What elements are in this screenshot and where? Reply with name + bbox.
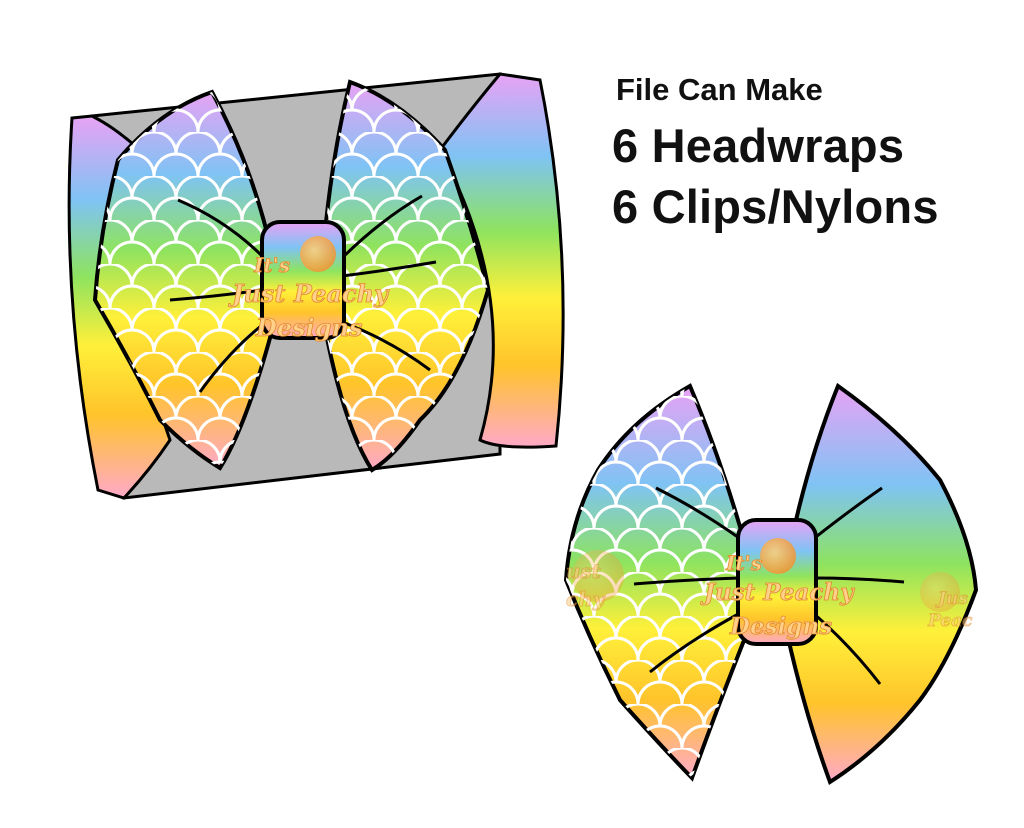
product-info: File Can Make 6 Headwraps 6 Clips/Nylons: [612, 72, 939, 240]
clip-bow-knot: [736, 518, 818, 646]
watermark-line3: Designs: [255, 313, 363, 342]
headwraps-count: 6 Headwraps: [612, 119, 905, 172]
watermark-side-right-2: Peac: [927, 611, 973, 631]
peach-icon: [920, 572, 960, 612]
watermark-line2: Just Peachy: [228, 279, 390, 308]
watermark-line3: Designs: [729, 613, 832, 640]
watermark-side-right-1: Jus: [935, 589, 968, 609]
watermark-side-left-2: chy: [566, 587, 606, 611]
watermark-line1: It's: [725, 551, 762, 575]
peach-icon: [572, 550, 624, 602]
watermark-line2: Just Peachy: [700, 579, 855, 606]
peach-icon: [760, 538, 796, 574]
watermark-side-left-1: ust: [566, 559, 602, 583]
headwrap-illustration: It's Just Peachy Designs: [67, 72, 565, 500]
clips-count: 6 Clips/Nylons: [612, 180, 939, 233]
peach-icon: [300, 236, 336, 272]
file-title: File Can Make: [616, 72, 823, 107]
clip-bow-illustration: It's Just Peachy Designs ust chy Jus Pea…: [563, 382, 979, 786]
watermark-line1: It's: [253, 253, 290, 277]
